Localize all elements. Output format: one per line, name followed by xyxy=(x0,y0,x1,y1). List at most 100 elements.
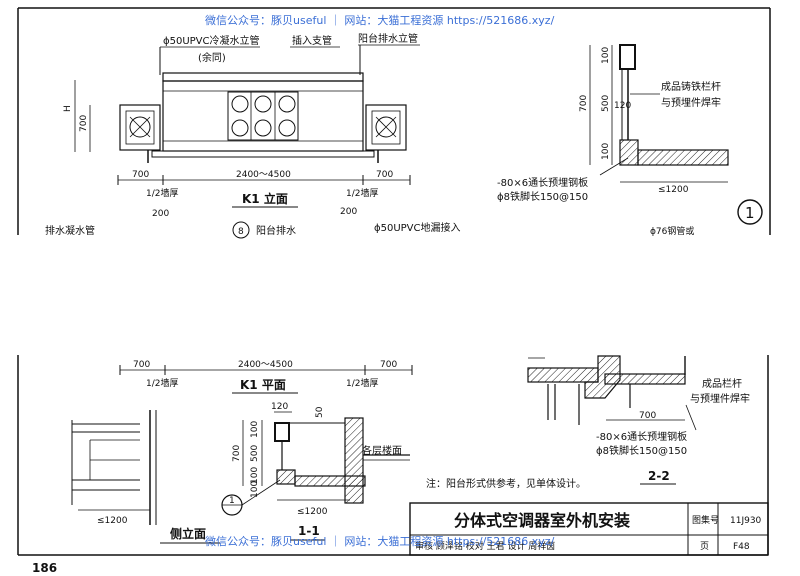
cut-detail-num: 8 xyxy=(238,227,244,237)
dim-100-b: 100 xyxy=(250,467,260,484)
k1-elevation-title: K1 立面 xyxy=(242,191,288,206)
dim-h: H xyxy=(63,105,73,112)
atlas-label: 图集号 xyxy=(692,514,719,526)
note: 注：阳台形式供参考，见单体设计。 xyxy=(426,477,586,490)
section-2-2-title: 2-2 xyxy=(648,469,670,483)
dim-100-c: 100 xyxy=(250,481,260,498)
side-grille-left xyxy=(119,104,161,151)
cut-drain: 排水凝水管 xyxy=(45,224,95,237)
railing-top xyxy=(162,72,364,82)
slab xyxy=(151,150,375,158)
plan-dim-700-a: 700 xyxy=(133,360,150,370)
note-anchor: ϕ8铁脚长150@150 xyxy=(497,190,588,203)
railing-post xyxy=(274,422,290,442)
cut-text: ϕ76钢管或 xyxy=(650,225,694,237)
grille-ornament xyxy=(231,119,249,137)
grille-ornament xyxy=(278,119,296,137)
slab xyxy=(294,475,366,487)
dim-700: 700 xyxy=(639,411,656,421)
dim-100-bot: 100 xyxy=(601,143,611,160)
section-1-1: 50 各层楼面 120 100 700 500 100 100 1 ≤1200 … xyxy=(221,402,410,541)
wall-half-b: 1/2墙厚 xyxy=(346,187,379,199)
atlas-value: 11J930 xyxy=(730,516,762,526)
page-label: 页 xyxy=(700,541,709,552)
grille-ornament xyxy=(129,116,151,138)
dim-200-a: 200 xyxy=(152,209,169,219)
leader-condensate: ϕ50UPVC冷凝水立管 xyxy=(163,34,260,47)
wall xyxy=(344,417,364,504)
k1-plan-title: K1 平面 xyxy=(240,378,286,392)
watermark-top: 微信公众号：豚贝useful ｜ 网站：大猫工程资源 https://52168… xyxy=(205,13,555,27)
note-railing-2: 与预埋件焊牢 xyxy=(690,392,750,405)
note-plate: -80×6通长预埋钢板 xyxy=(596,430,687,443)
dim-range: 2400～4500 xyxy=(236,170,291,180)
detail-marker-num: 1 xyxy=(745,204,755,222)
side-grille-right-inner xyxy=(371,110,401,145)
dim-1200: ≤1200 xyxy=(297,507,328,517)
note-anchor: ϕ8铁脚长150@150 xyxy=(596,444,687,457)
page-number: 186 xyxy=(32,561,57,575)
beam xyxy=(584,355,621,399)
plan-dim-700-b: 700 xyxy=(380,360,397,370)
wall-half-a: 1/2墙厚 xyxy=(146,187,179,199)
section-1-1-title: 1-1 xyxy=(298,524,320,538)
grille-ornament xyxy=(231,95,249,113)
cut-floor-drain: ϕ50UPVC地漏接入 xyxy=(374,221,461,234)
cantilever-slab xyxy=(604,373,686,385)
detail-marker xyxy=(737,199,763,225)
note-railing-1: 成品栏杆 xyxy=(702,377,742,390)
leader-line xyxy=(241,479,281,506)
grille-ornament xyxy=(254,95,272,113)
dim-500: 500 xyxy=(601,95,611,112)
side-dim-1200: ≤1200 xyxy=(97,516,128,526)
sheet-title: 分体式空调器室外机安装 xyxy=(454,511,630,530)
dim-1200: ≤1200 xyxy=(658,185,689,195)
title-block-frame xyxy=(409,502,769,556)
detail-circle xyxy=(232,221,250,239)
dim-200-b: 200 xyxy=(340,207,357,217)
plan-wall-half-a: 1/2墙厚 xyxy=(146,377,179,389)
dim-700-b: 700 xyxy=(376,170,393,180)
title-block: 分体式空调器室外机安装 图集号 11J930 审核 顾泽铭 校对 王君 设计 周… xyxy=(409,502,769,556)
watermark-bottom: 微信公众号：豚贝useful ｜ 网站：大猫工程资源 https://52168… xyxy=(205,534,555,548)
side-elevation-title: 侧立面 xyxy=(170,526,206,541)
dim-700-a: 700 xyxy=(132,170,149,180)
side-elevation: ≤1200 侧立面 xyxy=(71,410,220,544)
slab xyxy=(527,367,599,383)
page-value: F48 xyxy=(733,542,750,552)
plan-dim-range: 2400～4500 xyxy=(238,360,293,370)
grille-ornament xyxy=(129,116,151,138)
note-railing-1: 成品铸铁栏杆 xyxy=(661,80,721,93)
dim-700-left: 700 xyxy=(79,115,89,132)
railing-post xyxy=(619,44,636,70)
grille-ornament xyxy=(278,95,296,113)
detail-1: 100 700 500 120 100 成品铸铁栏杆 与预埋件焊牢 -80×6通… xyxy=(497,44,763,237)
dim-50: 50 xyxy=(315,406,325,418)
leader-same: (余同) xyxy=(198,51,226,64)
k1-elevation: ϕ50UPVC冷凝水立管 (余同) 插入支管 阳台排水立管 xyxy=(45,32,461,239)
grille-ornament xyxy=(254,119,272,137)
leader-line xyxy=(685,404,697,431)
dim-700: 700 xyxy=(232,445,242,462)
callout-num: 1 xyxy=(229,496,235,506)
dim-100-a: 100 xyxy=(250,421,260,438)
slab-edge xyxy=(276,469,296,485)
note-railing-2: 与预埋件焊牢 xyxy=(661,96,721,109)
bottom-fragment: 700 2400～4500 700 1/2墙厚 1/2墙厚 K1 平面 ≤120… xyxy=(17,355,769,575)
leader-insert: 插入支管 xyxy=(292,34,332,47)
grille-panel xyxy=(227,91,299,141)
dim-120: 120 xyxy=(271,402,288,412)
leader-line xyxy=(599,157,629,176)
side-grille-right xyxy=(365,104,407,151)
cut-balcony-drain: 阳台排水 xyxy=(256,224,296,237)
note-plate: -80×6通长预埋钢板 xyxy=(497,176,588,189)
dim-500: 500 xyxy=(250,445,260,462)
title-block-row: 审核 顾泽铭 校对 王君 设计 周祥茵 xyxy=(415,540,555,552)
slab xyxy=(637,149,729,166)
grille-ornament xyxy=(375,116,397,138)
dim-700: 700 xyxy=(579,95,589,112)
dim-100-top: 100 xyxy=(601,47,611,64)
floor-label: 各层楼面 xyxy=(362,444,402,457)
dim-120: 120 xyxy=(614,101,631,111)
